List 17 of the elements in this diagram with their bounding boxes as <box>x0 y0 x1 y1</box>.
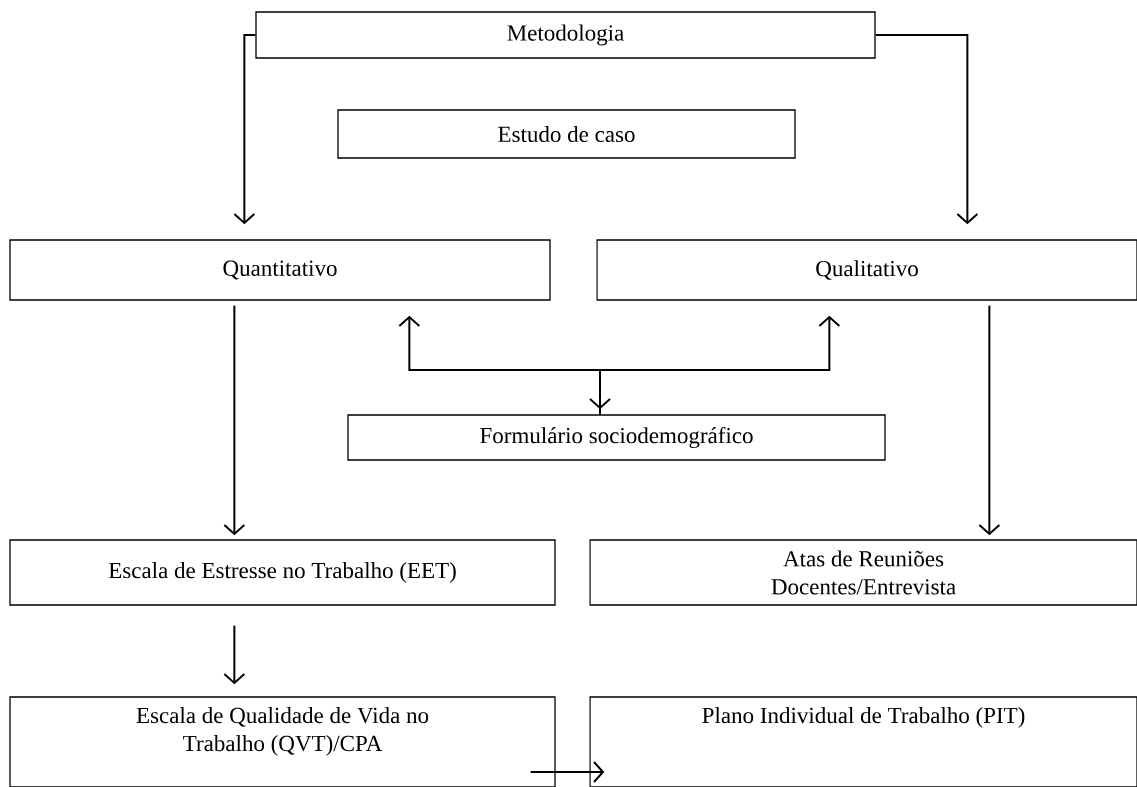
process-box: Qualitativo <box>596 239 1137 301</box>
process-box: Formulário sociodemográfico <box>347 414 886 461</box>
arrow <box>233 34 257 225</box>
arrow <box>398 315 611 410</box>
process-box: Quantitativo <box>9 239 551 301</box>
arrow <box>978 304 1001 536</box>
arrow <box>223 624 246 685</box>
process-box: Metodologia <box>255 11 876 59</box>
process-box: Plano Individual de Trabalho (PIT) <box>589 696 1137 787</box>
arrow <box>599 315 841 416</box>
arrow <box>223 304 246 536</box>
arrow <box>529 761 605 783</box>
process-box: Estudo de caso <box>337 109 796 159</box>
process-box: Escala de Estresse no Trabalho (EET) <box>9 539 556 606</box>
process-box: Escala de Qualidade de Vida no Trabalho (QVT)/CPA <box>9 696 556 787</box>
process-box: Atas de Reuniões Docentes/Entrevista <box>589 539 1137 606</box>
arrow <box>874 34 979 225</box>
